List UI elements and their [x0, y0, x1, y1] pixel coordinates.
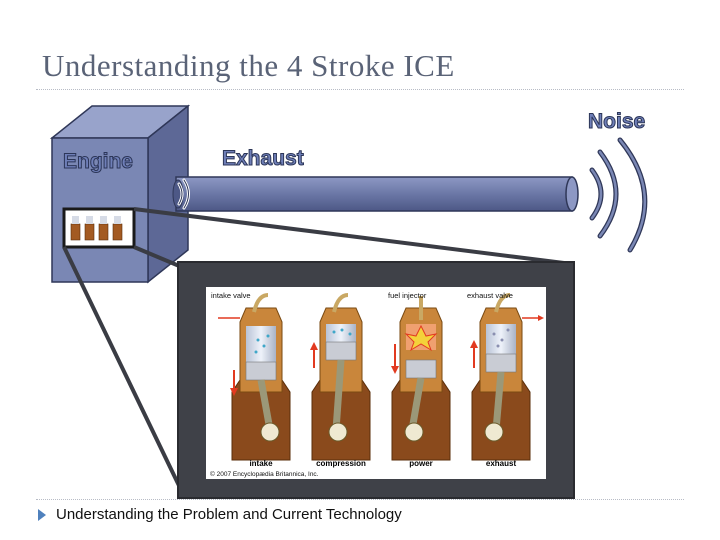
compression-stroke-illustration: [310, 293, 371, 461]
engine-block: [49, 104, 191, 284]
exhaust-stroke-illustration: [470, 293, 544, 461]
exhaust-valve-label: exhaust valve: [467, 291, 513, 300]
slide-title: Understanding the 4 Stroke ICE: [42, 48, 455, 83]
intake-valve-label: intake valve: [211, 291, 251, 300]
footer-divider: [36, 499, 684, 500]
engine-label: Engine: [62, 150, 133, 174]
power-stroke-illustration: [391, 296, 451, 461]
four-stroke-detail-panel: intake valve fuel injector exhaust valve…: [177, 261, 575, 499]
footer-bullet-icon: [38, 509, 46, 521]
intake-stroke-illustration: [218, 293, 291, 461]
stroke-label-compression: compression: [316, 459, 366, 468]
engine-zoom-inset: [62, 207, 136, 249]
stroke-label-exhaust: exhaust: [486, 459, 517, 468]
stroke-label-power: power: [409, 459, 433, 468]
stroke-label-intake: intake: [249, 459, 273, 468]
title-divider: [36, 89, 684, 90]
fuel-injector-label: fuel injector: [388, 291, 427, 300]
copyright-notice: © 2007 Encyclopædia Britannica, Inc.: [210, 470, 319, 478]
exhaust-pipe: [172, 176, 579, 212]
exhaust-label: Exhaust: [222, 147, 305, 171]
zoom-connector-lines: [62, 207, 573, 497]
slide-footer: Understanding the Problem and Current Te…: [56, 506, 402, 523]
noise-label: Noise: [587, 110, 646, 134]
noise-waves-icon: [589, 137, 648, 253]
entrance-sound-waves-icon: [177, 178, 190, 210]
